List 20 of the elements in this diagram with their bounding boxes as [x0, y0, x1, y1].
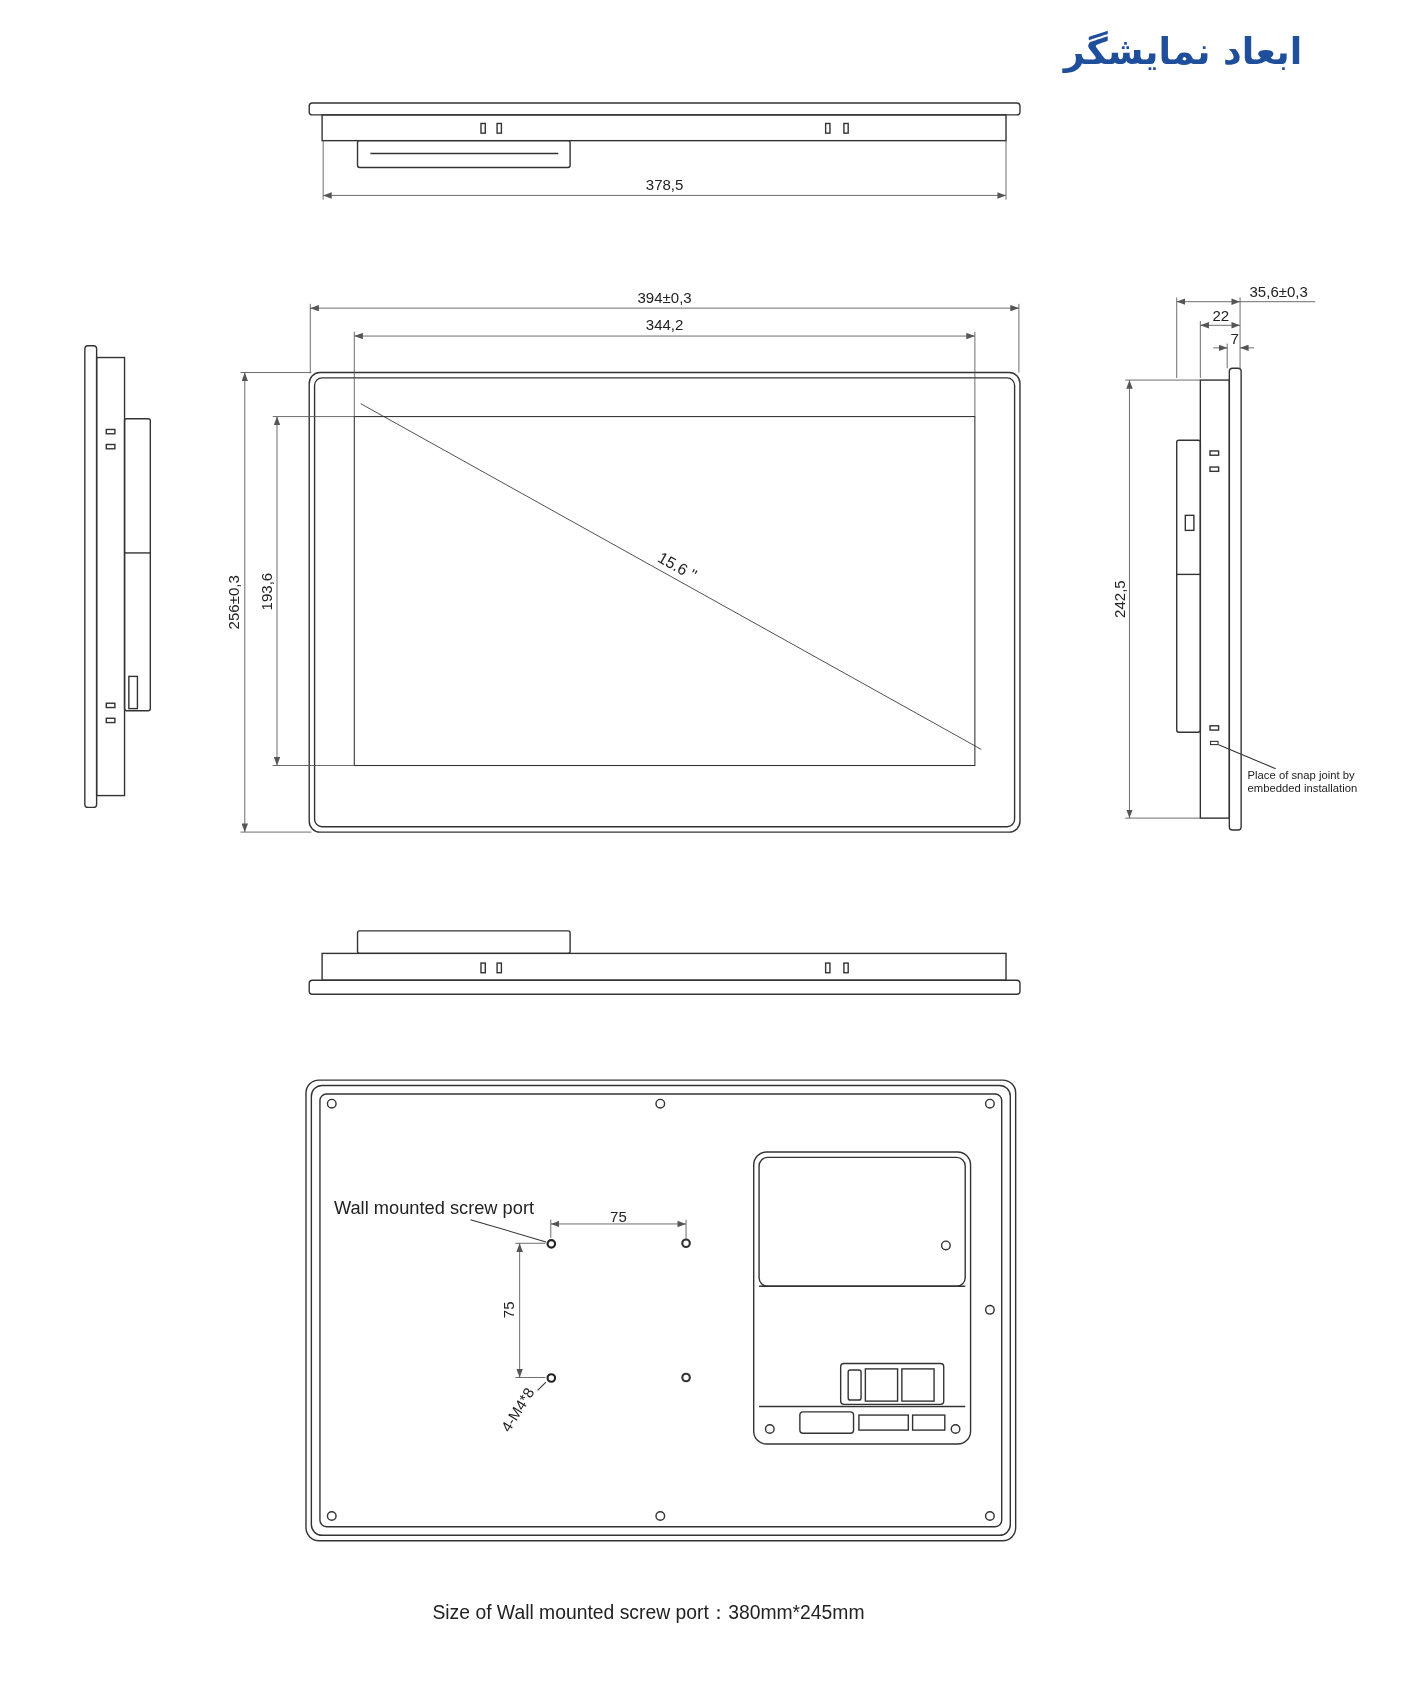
dimension-label: 35,6±0,3 — [1249, 283, 1308, 301]
dimension-label: 394±0,3 — [637, 288, 692, 306]
dimension-label: 242,5 — [1111, 580, 1129, 618]
dimension-label: 22 — [1212, 307, 1230, 325]
dimension-label: 7 — [1230, 329, 1239, 347]
diagonal-size-label: 15.6 " — [654, 547, 701, 584]
dimension-label: 256±0,3 — [225, 575, 243, 630]
leader-line — [537, 1381, 547, 1391]
screw-hole — [545, 1238, 556, 1249]
dimension-label: 344,2 — [645, 315, 684, 333]
callout-text: Place of snap joint by embedded installation — [1247, 768, 1366, 795]
dimension-label: 378,5 — [645, 176, 684, 194]
dimension-label: 193,6 — [257, 572, 275, 611]
title: ابعاد نمایشگر — [1063, 30, 1303, 73]
callout-text: Wall mounted screw port — [333, 1198, 535, 1220]
screw-hole — [545, 1372, 556, 1383]
dimension-label: 75 — [610, 1207, 627, 1226]
note-text: Size of Wall mounted screw port：380mm*245mm — [432, 1600, 865, 1626]
dimension-label: 75 — [500, 1301, 518, 1319]
leader-line — [469, 1219, 547, 1243]
